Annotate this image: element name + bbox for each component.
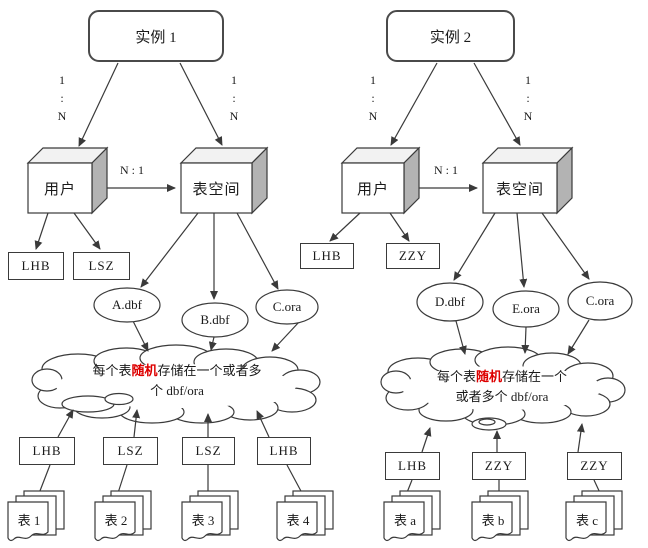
datafile-label-cora-right: C.ora [585, 293, 615, 308]
table-doc-label-2: 表 2 [104, 512, 128, 528]
one-to-n-label-left-2: 1 : N [229, 73, 239, 123]
datafile-label-bdbf: B.dbf [200, 312, 230, 327]
owner-box-left-2: LSZ [103, 437, 158, 465]
schema-box-left-2: LSZ [73, 252, 130, 280]
table-doc-label-1: 表 1 [17, 512, 41, 528]
user-cube-label-left: 用户 [43, 181, 76, 198]
owner-box-right-1: LHB [385, 452, 440, 480]
tablespace-cube-right [481, 146, 574, 215]
table-doc-label-a: 表 a [393, 512, 417, 528]
schema-box-left-1: LHB [8, 252, 64, 280]
owner-box-right-3: ZZY [567, 452, 622, 480]
one-to-n-label-right-2: 1 : N [523, 73, 533, 123]
tablespace-cube-label-right: 表空间 [495, 181, 544, 198]
owner-box-left-3: LSZ [182, 437, 235, 465]
owner-box-right-2: ZZY [472, 452, 526, 480]
datafile-label-ddbf: D.dbf [435, 294, 465, 309]
storage-cloud-right [380, 346, 626, 431]
random-highlight: 随机 [475, 369, 502, 384]
n-to-one-label-right: N : 1 [434, 162, 458, 177]
table-doc-label-b: 表 b [481, 512, 505, 528]
user-cube-label-right: 用户 [356, 181, 389, 198]
table-doc-label-4: 表 4 [286, 512, 310, 528]
storage-note-left: 每个表随机存储在一个或者多 个 dbf/ora [92, 363, 262, 399]
schema-box-right-2: ZZY [386, 243, 440, 269]
one-to-n-label-right-1: 1 : N [368, 73, 378, 123]
instance-1-node: 实例 1 [88, 10, 224, 62]
random-highlight: 随机 [131, 363, 158, 378]
datafile-label-cora-left: C.ora [272, 299, 302, 314]
instance-2-node: 实例 2 [386, 10, 515, 62]
owner-box-left-1: LHB [19, 437, 75, 465]
connectors-left [34, 62, 303, 497]
datafile-ellipses [93, 281, 633, 338]
tablespace-cube-left [179, 146, 269, 215]
n-to-one-label-left: N : 1 [120, 162, 144, 177]
datafile-label-adbf: A.dbf [112, 297, 142, 312]
user-cube-right [340, 146, 421, 215]
one-to-n-label-left-1: 1 : N [57, 73, 67, 123]
user-cube-left [26, 146, 109, 215]
datafile-label-eora: E.ora [512, 301, 540, 316]
tablespace-cube-label-left: 表空间 [192, 181, 241, 198]
owner-box-left-4: LHB [257, 437, 311, 465]
storage-note-right: 每个表随机存储在一个 或者多个 dbf/ora [436, 369, 568, 405]
schema-box-right-1: LHB [300, 243, 354, 269]
connectors-right [329, 62, 602, 496]
storage-cloud-left [31, 344, 321, 424]
table-doc-label-c: 表 c [575, 512, 599, 528]
table-doc-label-3: 表 3 [191, 512, 215, 528]
